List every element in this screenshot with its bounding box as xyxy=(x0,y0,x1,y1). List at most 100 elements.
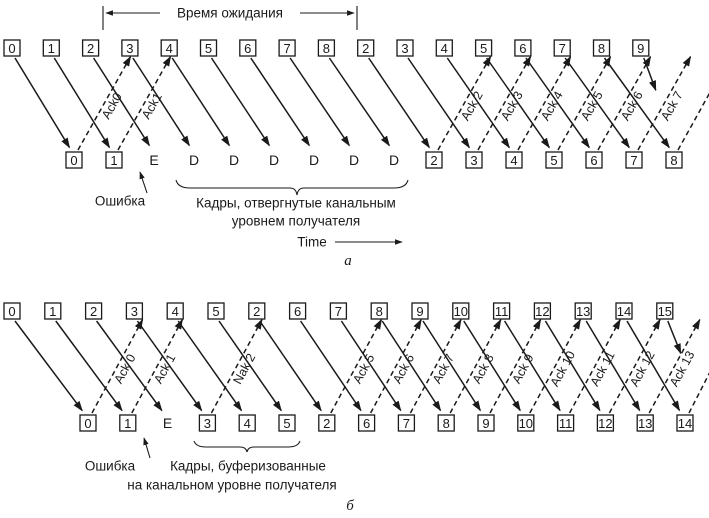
sent-frame-label: 4 xyxy=(441,41,448,56)
caption-a: а xyxy=(344,253,352,269)
received-frame: 8 xyxy=(437,414,455,432)
frame-transmission-arrow xyxy=(14,320,83,412)
received-frame-label: 2 xyxy=(430,153,437,168)
ack-arrow xyxy=(131,318,184,414)
received-frame: 3 xyxy=(198,414,217,432)
ack-arrow xyxy=(517,55,572,151)
ack-arrow xyxy=(608,318,661,414)
received-frame: 11 xyxy=(556,414,575,432)
sent-frame-label: 9 xyxy=(637,41,644,56)
sent-frame: 4 xyxy=(435,39,453,57)
frame-transmission-arrow xyxy=(259,320,322,412)
ack-arrow xyxy=(568,318,621,414)
sent-frame: 4 xyxy=(160,39,178,57)
ack-label: Ack 2 xyxy=(458,89,486,123)
sent-frame-label: 6 xyxy=(294,304,301,319)
sent-frame-label: 11 xyxy=(495,304,509,319)
received-frame-label: 11 xyxy=(559,416,573,431)
frame-transmission-arrow xyxy=(485,57,550,149)
received-frame-label: 5 xyxy=(550,153,557,168)
ack-arrow xyxy=(477,55,532,151)
received-frame-label: 1 xyxy=(110,153,117,168)
ack-label: Ack1 xyxy=(139,90,165,121)
frame-transmission-arrow xyxy=(95,320,163,412)
ack-arrow xyxy=(449,318,502,414)
discarded-marker: D xyxy=(349,152,359,168)
ack-arrow xyxy=(648,318,701,414)
received-frame: 6 xyxy=(585,151,603,169)
discarded-frames-label-line2: уровнем получателя xyxy=(232,214,360,229)
sent-frame: 12 xyxy=(533,302,552,320)
ack-arrow xyxy=(369,318,422,414)
ack-arrow xyxy=(409,318,462,414)
frame-transmission-arrow xyxy=(14,57,71,149)
sent-frame: 2 xyxy=(84,302,103,320)
sent-frame-label: 13 xyxy=(576,304,590,319)
ack-arrow xyxy=(117,55,172,151)
ack-label: Nak 2 xyxy=(231,351,259,386)
ack-arrow xyxy=(557,55,612,151)
ack-label: Ack 11 xyxy=(588,349,618,388)
ack-label: Ack 13 xyxy=(667,349,698,389)
sent-frame-label: 15 xyxy=(658,304,672,319)
sent-frame: 1 xyxy=(42,39,60,57)
ack-arrow xyxy=(330,318,383,414)
sent-frame-label: 8 xyxy=(598,41,605,56)
frame-transmission-arrow xyxy=(136,320,203,412)
received-frame-label: 7 xyxy=(403,416,410,431)
discarded-marker: D xyxy=(309,152,319,168)
sent-frame-label: 3 xyxy=(126,41,133,56)
received-frame-label: 6 xyxy=(363,416,370,431)
ack-arrow xyxy=(637,55,692,151)
sent-frame-label: 9 xyxy=(416,304,423,319)
ack-arrow xyxy=(77,55,132,151)
discarded-marker: D xyxy=(269,152,279,168)
sent-frame-label: 4 xyxy=(172,304,179,319)
received-frame-label: 2 xyxy=(323,416,330,431)
received-frame: 1 xyxy=(119,414,137,432)
sent-frame: 6 xyxy=(239,39,257,57)
received-frame-label: 13 xyxy=(638,416,652,431)
wait-time-label: Время ожидания xyxy=(177,6,283,21)
buffered-frames-label-line1: Кадры, буферизованные xyxy=(170,459,326,474)
ack-arrow xyxy=(677,92,709,151)
received-frame: 2 xyxy=(318,414,336,432)
sent-frame: 14 xyxy=(615,302,633,320)
error-marker: E xyxy=(163,415,172,431)
ack-arrow xyxy=(91,318,144,414)
sent-frame: 6 xyxy=(514,39,532,57)
sent-frame-label: 0 xyxy=(8,304,15,319)
received-frame: 14 xyxy=(676,414,694,432)
sent-frame: 10 xyxy=(452,302,470,320)
frame-transmission-arrow xyxy=(643,57,657,92)
ack-label: Ack 8 xyxy=(470,352,497,386)
frame-transmission-arrow xyxy=(340,320,402,412)
sent-frame-label: 7 xyxy=(335,304,342,319)
ack-label: Ack 5 xyxy=(578,89,606,123)
ack-label: Ack0 xyxy=(99,90,125,121)
received-frame-label: 3 xyxy=(470,153,477,168)
frame-transmission-arrow xyxy=(289,57,350,147)
sent-frame: 5 xyxy=(474,39,493,57)
frame-transmission-arrow xyxy=(92,57,151,147)
sent-frame-label: 5 xyxy=(480,41,487,56)
discarded-marker: D xyxy=(189,152,199,168)
received-frame-label: 8 xyxy=(443,416,450,431)
frame-transmission-arrow xyxy=(328,57,390,147)
sent-frame-label: 2 xyxy=(90,304,97,319)
frame-transmission-arrow xyxy=(381,320,442,412)
frame-transmission-arrow xyxy=(564,57,630,149)
sent-frame: 0 xyxy=(3,302,21,320)
sent-frame-label: 3 xyxy=(131,304,138,319)
frame-transmission-arrow xyxy=(422,320,482,412)
sent-frame-label: 2 xyxy=(87,41,94,56)
discarded-frames-label-line1: Кадры, отвергнутые канальным xyxy=(196,196,396,211)
received-frame: 6 xyxy=(357,414,376,432)
frame-transmission-arrow xyxy=(463,320,521,412)
error-marker: E xyxy=(149,152,158,168)
frame-transmission-arrow xyxy=(55,320,123,412)
received-frame: 0 xyxy=(65,151,83,169)
sent-frame: 7 xyxy=(278,39,296,57)
